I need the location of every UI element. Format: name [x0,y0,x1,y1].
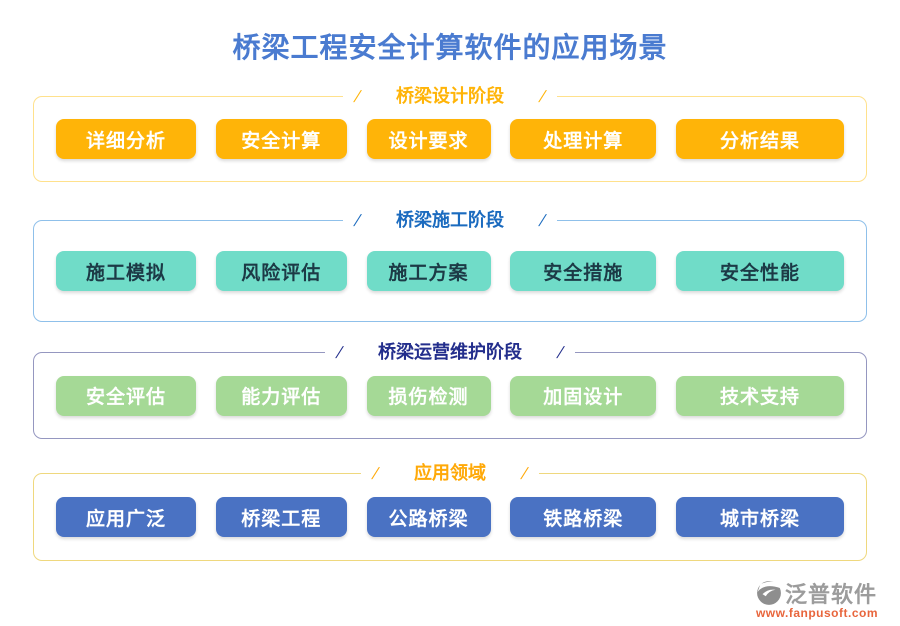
chip-button[interactable]: 安全评估 [56,375,196,416]
slash-decoration: / [555,342,567,362]
chip-button[interactable]: 加固设计 [510,375,657,416]
chip-button[interactable]: 分析结果 [676,119,844,159]
chip-button[interactable]: 安全计算 [215,119,347,159]
chip-button[interactable]: 公路桥梁 [366,497,491,537]
chip-button[interactable]: 施工方案 [366,251,491,291]
chip-button[interactable]: 处理计算 [510,119,657,159]
chip-button[interactable]: 设计要求 [366,119,491,159]
page-title: 桥梁工程安全计算软件的应用场景 [232,33,668,64]
section-title: 桥梁施工阶段 [396,210,504,230]
chip-button[interactable]: 安全性能 [676,251,844,291]
section-design-stage: / 桥梁设计阶段 / 详细分析 安全计算 设计要求 处理计算 分析结果 [33,83,867,182]
section-operation-maintenance-stage: / 桥梁运营维护阶段 / 安全评估 能力评估 损伤检测 加固设计 技术支持 [33,339,867,439]
chip-button[interactable]: 桥梁工程 [215,497,347,537]
section-header: / 桥梁运营维护阶段 / [324,339,576,366]
chip-button[interactable]: 应用广泛 [56,497,196,537]
slash-decoration: / [519,463,531,483]
slash-decoration: / [352,210,364,230]
slash-decoration: / [334,342,346,362]
button-row: 施工模拟 风险评估 施工方案 安全措施 安全性能 [34,251,866,291]
slash-decoration: / [537,86,549,106]
button-row: 安全评估 能力评估 损伤检测 加固设计 技术支持 [34,375,866,416]
fanpu-logo-icon [756,580,782,606]
website-link[interactable]: www.fanpusoft.com [755,606,878,620]
chip-button[interactable]: 损伤检测 [366,375,491,416]
section-header: / 应用领域 / [360,460,540,487]
slash-decoration: / [370,463,382,483]
chip-button[interactable]: 安全措施 [510,251,657,291]
button-row: 详细分析 安全计算 设计要求 处理计算 分析结果 [34,119,866,159]
brand-logo: 泛普软件 www.fanpusoft.com [747,575,880,622]
section-header: / 桥梁设计阶段 / [342,83,558,110]
section-construction-stage: / 桥梁施工阶段 / 施工模拟 风险评估 施工方案 安全措施 安全性能 [33,207,867,322]
chip-button[interactable]: 铁路桥梁 [510,497,657,537]
slash-decoration: / [352,86,364,106]
section-title: 桥梁运营维护阶段 [378,342,522,362]
chip-button[interactable]: 能力评估 [215,375,347,416]
section-title: 应用领域 [414,463,486,483]
chip-button[interactable]: 技术支持 [676,375,844,416]
chip-button[interactable]: 风险评估 [215,251,347,291]
section-title: 桥梁设计阶段 [396,86,504,106]
chip-button[interactable]: 施工模拟 [56,251,196,291]
brand-name: 泛普软件 [784,582,877,607]
slash-decoration: / [537,210,549,230]
chip-button[interactable]: 详细分析 [56,119,196,159]
section-header: / 桥梁施工阶段 / [342,207,558,234]
button-row: 应用广泛 桥梁工程 公路桥梁 铁路桥梁 城市桥梁 [34,497,866,537]
section-application-fields: / 应用领域 / 应用广泛 桥梁工程 公路桥梁 铁路桥梁 城市桥梁 [33,460,867,561]
chip-button[interactable]: 城市桥梁 [676,497,844,537]
